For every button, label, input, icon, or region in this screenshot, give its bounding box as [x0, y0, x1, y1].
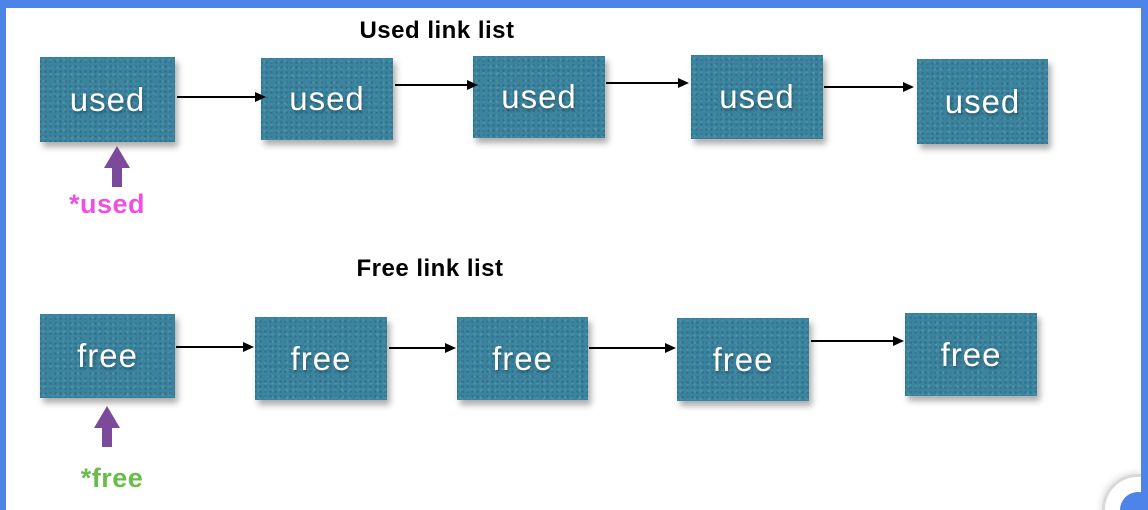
free-list-node: free — [905, 313, 1037, 396]
node-label: used — [289, 80, 365, 117]
node-label: used — [944, 82, 1021, 120]
node-label: used — [69, 80, 146, 118]
link-arrow — [811, 336, 904, 346]
free-list-node: free — [40, 314, 175, 398]
free-pointer-up-arrow — [94, 406, 120, 447]
node-label: free — [712, 340, 774, 378]
link-arrow — [395, 80, 478, 90]
arrow-stem — [102, 427, 112, 447]
used-list-node: used — [473, 56, 605, 138]
used-list-node: used — [691, 55, 823, 139]
node-label: used — [719, 78, 795, 115]
link-arrow — [177, 92, 266, 102]
used-pointer-up-arrow — [104, 146, 130, 187]
node-label: used — [501, 78, 577, 115]
free-list-title: Free link list — [356, 255, 504, 282]
link-arrow — [824, 82, 914, 92]
link-arrow — [606, 78, 689, 88]
window-border-right — [1141, 0, 1148, 510]
free-list-node: free — [457, 317, 588, 400]
free-list-node: free — [255, 317, 387, 400]
window-border-top — [0, 0, 1148, 8]
used-list-node: used — [261, 58, 393, 140]
used-list-node: used — [40, 57, 175, 142]
arrow-head — [104, 146, 130, 168]
window-border-left — [0, 0, 6, 510]
node-label: free — [77, 337, 138, 374]
link-arrow — [589, 343, 676, 353]
link-arrow — [389, 343, 456, 353]
used-pointer-label: *used — [68, 189, 146, 219]
node-label: free — [940, 335, 1002, 373]
used-list-title: Used link list — [359, 17, 515, 44]
free-list-node: free — [677, 318, 809, 401]
link-arrow — [176, 342, 254, 352]
arrow-stem — [112, 167, 122, 187]
node-label: free — [290, 339, 352, 377]
arrow-head — [94, 406, 120, 428]
node-label: free — [492, 339, 553, 377]
used-list-node: used — [917, 59, 1048, 144]
free-pointer-label: *free — [80, 463, 144, 493]
